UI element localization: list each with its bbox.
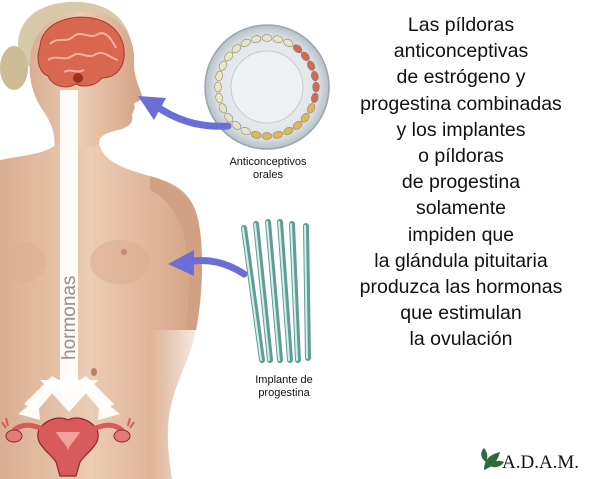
pill [231,44,242,54]
main-text-line: produzca las hormonas [359,276,563,299]
pill [311,70,319,82]
uterus-icon [1,417,135,477]
main-text-line: la ovulación [409,328,513,351]
pill [300,112,310,123]
pill [292,120,303,130]
pills-caption-line2: orales [253,169,283,181]
main-text-line: progestina combinadas [360,92,562,115]
pill [250,131,262,139]
pill [224,51,234,62]
brain-icon [37,16,125,88]
implant-rod-highlight [278,221,290,361]
breast-shadow-left [2,242,46,282]
main-text-line: impiden que [407,223,515,246]
adam-leaf-icon [481,448,504,470]
hormone-arrow [18,90,120,420]
implant-rod-highlight [266,221,280,361]
pill [240,127,251,136]
pill [231,120,242,130]
pill-pack-icon [204,24,330,150]
implant-rod-highlight [304,225,308,359]
arm [150,176,202,330]
adam-brand: A.D.A.M. [502,452,580,473]
main-text-line: y los implantes [396,118,526,141]
main-text-line: la glándula pituitaria [374,249,548,272]
implant-rod-highlight [254,223,270,361]
pill [292,44,303,54]
pill [218,60,227,71]
pill-arrow [138,96,232,130]
pill [272,131,284,139]
nipple [121,249,127,255]
pill [261,34,273,42]
pill [218,103,227,114]
implant-caption: Implante de progestina [236,374,332,400]
main-text-line: de progestina [401,171,521,194]
implant-rod-highlight [242,227,262,361]
pill [224,112,234,123]
pill [261,132,273,140]
implant-caption-line2: progestina [258,387,310,399]
pill [311,92,319,104]
figure-fade [150,330,210,479]
implant-arrow [168,250,248,278]
implant-rod-highlight [290,223,298,361]
implant-caption-line1: Implante de [255,374,313,386]
pill [312,81,320,93]
main-text-line: solamente [416,197,506,220]
pill [215,70,223,82]
pill [272,35,284,43]
main-description: Las píldoras anticonceptivas de estrógeno … [330,12,592,353]
pills-caption: Anticonceptivos orales [220,156,316,182]
hair-bun [0,46,28,90]
navel [91,368,97,376]
pill [307,60,316,71]
pill [214,81,222,93]
breast-shadow [90,240,150,284]
pills-caption-line1: Anticonceptivos [229,156,307,168]
main-text-line: que estimulan [400,302,522,325]
pill [250,35,262,43]
implant-rods-icon [241,219,311,363]
pill [300,51,310,62]
hormones-label: hormonas [59,276,80,361]
pill [215,92,223,104]
main-text-line: de estrógeno y [396,66,526,89]
main-text-line: anticonceptivas [393,40,529,63]
pill [307,103,316,114]
main-text-line: Las píldoras [407,14,515,36]
pill [283,127,294,136]
pill [283,38,294,47]
main-text-line: o píldoras [418,145,504,168]
pill [240,38,251,47]
